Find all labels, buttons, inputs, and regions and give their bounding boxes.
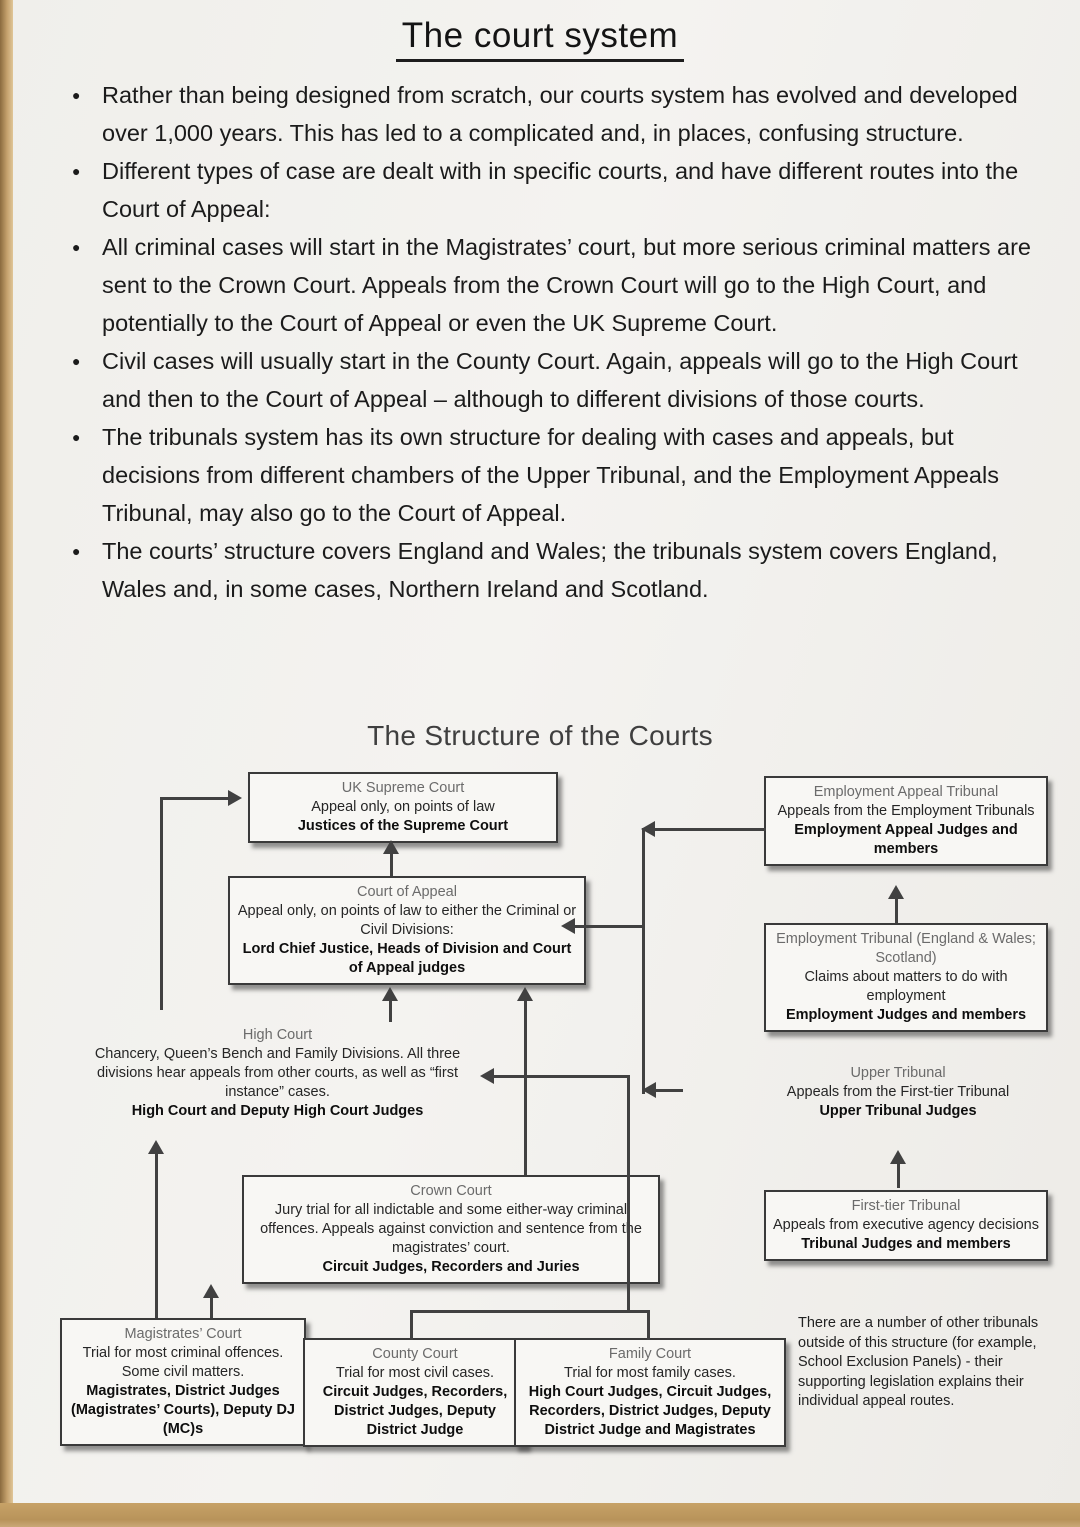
bullet-item: The tribunals system has its own structu… — [70, 418, 1032, 532]
box-high-court: High Court Chancery, Queen’s Bench and F… — [80, 1026, 475, 1121]
arrowhead-upper-tribunal-feeder — [642, 1082, 656, 1098]
court-judges: Upper Tribunal Judges — [819, 1103, 977, 1119]
court-name: Family Court — [608, 1346, 692, 1362]
box-employment-tribunal: Employment Tribunal (England & Wales; Sc… — [764, 923, 1048, 1032]
box-court-of-appeal: Court of Appeal Appeal only, on points o… — [228, 876, 586, 985]
arrowhead-coa-to-supreme-court — [383, 840, 399, 854]
line-eat-feeder-horizontal — [654, 828, 766, 831]
bullet-item: All criminal cases will start in the Mag… — [70, 228, 1032, 342]
diagram-title: The Structure of the Courts — [367, 720, 713, 751]
line-high-court-to-supreme-court-horizontal — [160, 797, 230, 800]
line-county-family-bracket — [410, 1310, 650, 1313]
bullet-item: The courts’ structure covers England and… — [70, 532, 1032, 608]
box-uk-supreme-court: UK Supreme Court Appeal only, on points … — [248, 772, 558, 843]
court-judges: Tribunal Judges and members — [801, 1236, 1011, 1252]
court-name: Magistrates’ Court — [124, 1326, 242, 1342]
line-upper-tribunal-feeder-stub — [655, 1089, 683, 1092]
court-desc: Appeals from executive agency decisions — [773, 1217, 1039, 1233]
bullet-item: Civil cases will usually start in the Co… — [70, 342, 1032, 418]
court-desc: Appeals from the First-tier Tribunal — [786, 1084, 1010, 1100]
court-desc: Appeal only, on points of law to either … — [237, 903, 577, 938]
line-high-court-to-court-of-appeal — [389, 1000, 392, 1022]
box-crown-court: Crown Court Jury trial for all indictabl… — [242, 1175, 660, 1284]
court-judges: Justices of the Supreme Court — [297, 818, 509, 834]
page-edge-left — [0, 0, 13, 1527]
line-county-family-feeder-vertical — [627, 1075, 630, 1312]
court-judges: Circuit Judges, Recorders, District Judg… — [322, 1384, 508, 1438]
court-judges: High Court Judges, Circuit Judges, Recor… — [528, 1384, 772, 1438]
arrowhead-into-court-of-appeal — [561, 918, 575, 934]
court-judges: Employment Appeal Judges and members — [794, 822, 1018, 857]
bullet-item: Different types of case are dealt with i… — [70, 152, 1032, 228]
arrowhead-into-high-court — [480, 1068, 494, 1084]
arrowhead-first-tier-to-upper-tribunal — [890, 1150, 906, 1164]
page-title: The court system — [395, 16, 685, 62]
court-name: High Court — [242, 1027, 313, 1043]
court-judges: High Court and Deputy High Court Judges — [131, 1103, 424, 1119]
page-edge-bottom — [0, 1503, 1080, 1527]
arrowhead-crown-court-to-coa — [517, 987, 533, 1001]
court-name: Crown Court — [410, 1183, 492, 1199]
arrowhead-magistrates-to-crown-court — [203, 1284, 219, 1298]
court-name: UK Supreme Court — [341, 780, 465, 796]
line-into-court-of-appeal-horizontal — [574, 925, 644, 928]
court-desc: Appeals from the Employment Tribunals — [777, 803, 1035, 819]
line-employment-tribunal-to-eat — [895, 897, 898, 923]
line-bracket-stub-family — [647, 1310, 650, 1340]
court-judges: Magistrates, District Judges (Magistrate… — [71, 1383, 295, 1437]
court-desc: Claims about matters to do with employme… — [804, 969, 1008, 1004]
court-desc: Trial for most family cases. — [564, 1365, 736, 1381]
arrowhead-employment-tribunal-to-eat — [888, 885, 904, 899]
arrowhead-into-supreme-court — [228, 790, 242, 806]
line-into-high-court-horizontal — [494, 1075, 630, 1078]
line-tribunals-feeder-vertical — [642, 828, 645, 1094]
other-tribunals-note: There are a number of other tribunals ou… — [798, 1315, 1039, 1409]
line-crown-court-to-court-of-appeal — [524, 1000, 527, 1175]
court-name: Court of Appeal — [357, 884, 457, 900]
title-wrap: The court system — [0, 16, 1080, 62]
line-magistrates-to-high-court — [155, 1153, 158, 1318]
court-name: Employment Appeal Tribunal — [813, 784, 999, 800]
box-first-tier-tribunal: First-tier Tribunal Appeals from executi… — [764, 1190, 1048, 1261]
arrowhead-magistrates-to-high-court — [148, 1140, 164, 1154]
court-desc: Trial for most criminal offences. Some c… — [82, 1345, 284, 1380]
court-judges: Lord Chief Justice, Heads of Division an… — [242, 941, 572, 976]
box-employment-appeal-tribunal: Employment Appeal Tribunal Appeals from … — [764, 776, 1048, 866]
box-family-court: Family Court Trial for most family cases… — [514, 1338, 786, 1447]
court-name: Employment Tribunal (England & Wales; Sc… — [776, 931, 1036, 966]
box-upper-tribunal: Upper Tribunal Appeals from the First-ti… — [772, 1064, 1024, 1121]
bullet-item: Rather than being designed from scratch,… — [70, 76, 1032, 152]
court-name: County Court — [372, 1346, 458, 1362]
court-judges: Circuit Judges, Recorders and Juries — [322, 1259, 580, 1275]
court-desc: Jury trial for all indictable and some e… — [260, 1202, 642, 1256]
arrowhead-high-court-to-coa — [382, 987, 398, 1001]
line-magistrates-to-crown-court — [210, 1297, 213, 1318]
line-first-tier-to-upper-tribunal — [897, 1163, 900, 1188]
court-name: First-tier Tribunal — [851, 1198, 961, 1214]
court-desc: Appeal only, on points of law — [311, 799, 495, 815]
box-county-court: County Court Trial for most civil cases.… — [303, 1338, 527, 1447]
box-magistrates-court: Magistrates’ Court Trial for most crimin… — [60, 1318, 306, 1446]
line-high-court-to-supreme-court-vertical — [160, 798, 163, 1010]
court-name: Upper Tribunal — [850, 1065, 946, 1081]
court-desc: Trial for most civil cases. — [335, 1365, 495, 1381]
bullet-list: Rather than being designed from scratch,… — [70, 76, 1032, 608]
court-desc: Chancery, Queen’s Bench and Family Divis… — [94, 1046, 461, 1100]
line-court-of-appeal-to-supreme-court — [390, 852, 393, 876]
line-bracket-stub-county — [410, 1310, 413, 1340]
court-judges: Employment Judges and members — [785, 1007, 1027, 1023]
